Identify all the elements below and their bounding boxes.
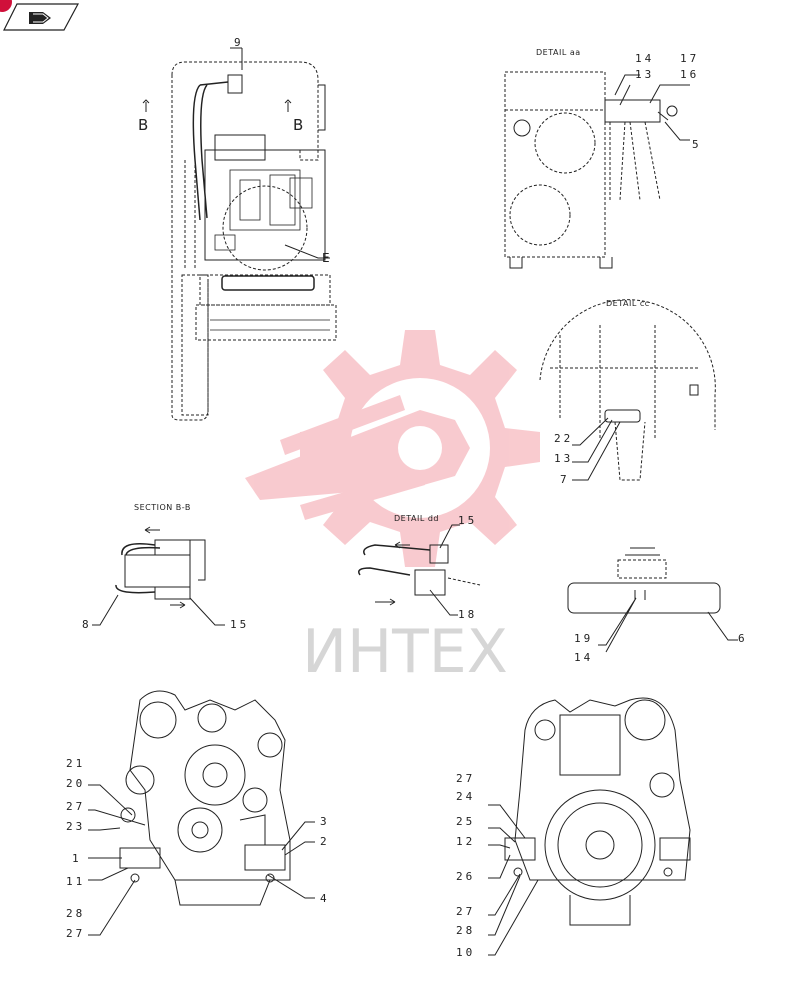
- aa-callout-5: 5: [692, 138, 702, 151]
- rear-engine-view: [488, 697, 691, 956]
- front-engine-view: [88, 690, 315, 936]
- section-bb-drawing: [92, 526, 225, 626]
- front-callout-2: 2: [320, 835, 330, 848]
- detail-mark-e: E: [322, 251, 330, 265]
- front-callout-23: 23: [66, 820, 85, 833]
- rear-callout-10: 10: [456, 946, 475, 959]
- detail-aa-title: DETAIL aa: [536, 48, 581, 57]
- rear-callout-28: 28: [456, 924, 475, 937]
- watermark-text: ИНТЕХ: [302, 617, 508, 687]
- front-callout-11: 11: [66, 875, 85, 888]
- rear-callout-27a: 27: [456, 772, 475, 785]
- aa-callout-14: 14: [635, 52, 654, 65]
- aa-callout-17: 17: [680, 52, 699, 65]
- rear-callout-12: 12: [456, 835, 475, 848]
- section-mark-left: B: [138, 116, 148, 134]
- back-to-book-button[interactable]: [3, 3, 80, 31]
- rear-callout-26: 26: [456, 870, 475, 883]
- rear-callout-24: 24: [456, 790, 475, 803]
- front-callout-27a: 27: [66, 800, 85, 813]
- main-side-view: [142, 47, 337, 421]
- front-callout-20: 20: [66, 777, 85, 790]
- bb-callout-8: 8: [82, 618, 92, 631]
- detail-cc-drawing: [539, 299, 716, 481]
- tank-callout-19: 19: [574, 632, 593, 645]
- rear-callout-27b: 27: [456, 905, 475, 918]
- section-mark-right: B: [293, 116, 303, 134]
- callout-9: 9: [234, 36, 244, 49]
- cc-callout-13: 13: [554, 452, 573, 465]
- front-callout-3: 3: [320, 815, 330, 828]
- cc-callout-22: 22: [554, 432, 573, 445]
- aa-callout-13: 13: [635, 68, 654, 81]
- tank-drawing: [567, 547, 738, 653]
- watermark-gear: [245, 330, 540, 567]
- front-callout-21: 21: [66, 757, 85, 770]
- front-callout-1: 1: [72, 852, 82, 865]
- bb-callout-15: 15: [230, 618, 249, 631]
- tank-callout-6: 6: [738, 632, 748, 645]
- cc-callout-7: 7: [560, 473, 570, 486]
- section-bb-title: SECTION B-B: [134, 503, 191, 512]
- front-callout-28: 28: [66, 907, 85, 920]
- book-nav-icon: [3, 3, 80, 31]
- detail-dd-drawing: [358, 524, 481, 616]
- nav-indicator-dot: [0, 0, 12, 12]
- dd-callout-18: 18: [458, 608, 477, 621]
- tank-callout-14: 14: [574, 651, 593, 664]
- detail-dd-title: DETAIL dd: [394, 514, 439, 523]
- aa-callout-16: 16: [680, 68, 699, 81]
- front-callout-27b: 27: [66, 927, 85, 940]
- rear-callout-25: 25: [456, 815, 475, 828]
- detail-aa-drawing: [504, 71, 690, 269]
- front-callout-4: 4: [320, 892, 330, 905]
- detail-cc-title: DETAIL cc: [606, 299, 650, 308]
- dd-callout-15: 15: [458, 514, 477, 527]
